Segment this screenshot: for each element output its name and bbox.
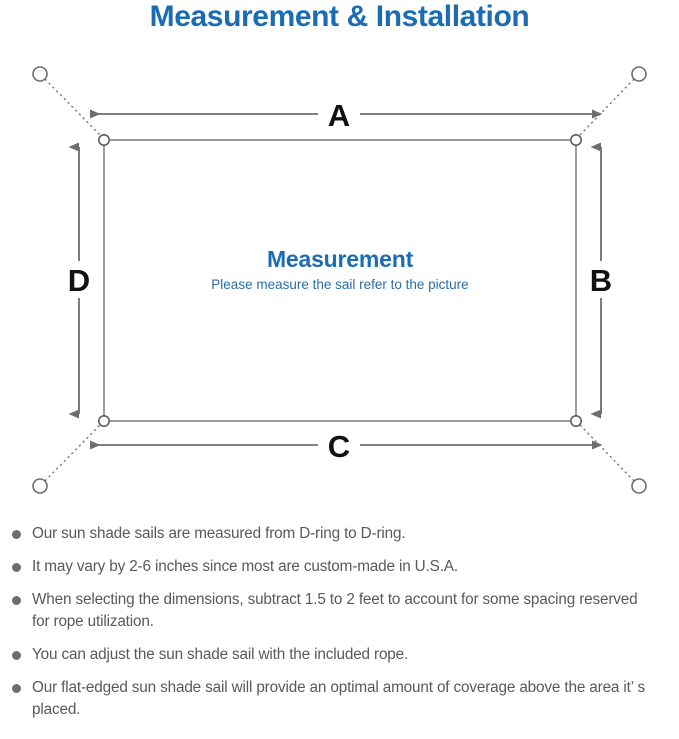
note-text: It may vary by 2-6 inches since most are… xyxy=(32,558,458,575)
anchor-ring-bottom-left xyxy=(32,478,48,494)
list-item: It may vary by 2-6 inches since most are… xyxy=(0,556,679,578)
list-item: When selecting the dimensions, subtract … xyxy=(0,589,679,633)
bullet-icon xyxy=(12,530,21,539)
d-rings xyxy=(98,134,582,427)
anchor-ring-top-right xyxy=(631,66,647,82)
diagram-svg: A C D B xyxy=(32,66,647,494)
anchor-ring-top-left xyxy=(32,66,48,82)
note-text: When selecting the dimensions, subtract … xyxy=(32,591,638,630)
notes-list: Our sun shade sails are measured from D-… xyxy=(0,523,679,732)
note-text: Our flat-edged sun shade sail will provi… xyxy=(32,679,646,718)
anchor-rings xyxy=(32,66,647,494)
d-ring-bottom-right xyxy=(569,414,582,427)
note-text: You can adjust the sun shade sail with t… xyxy=(32,646,409,663)
bullet-icon xyxy=(12,651,21,660)
sail-measurement-diagram: A C D B Measurement Please measure the s… xyxy=(0,48,679,518)
dimension-label-c: C xyxy=(328,429,350,464)
dimension-label-a: A xyxy=(328,98,350,133)
sail-rectangle xyxy=(103,139,577,422)
anchor-ring-bottom-right xyxy=(631,478,647,494)
list-item: You can adjust the sun shade sail with t… xyxy=(0,644,679,666)
bullet-icon xyxy=(12,596,21,605)
list-item: Our sun shade sails are measured from D-… xyxy=(0,523,679,545)
bullet-icon xyxy=(12,684,21,693)
bullet-icon xyxy=(12,563,21,572)
page-title: Measurement & Installation xyxy=(149,0,530,33)
list-item: Our flat-edged sun shade sail will provi… xyxy=(0,677,679,721)
dimension-label-d: D xyxy=(68,263,90,298)
note-text: Our sun shade sails are measured from D-… xyxy=(32,525,406,542)
rope-lines xyxy=(44,78,635,482)
d-ring-top-left xyxy=(98,134,111,147)
d-ring-top-right xyxy=(569,134,582,147)
d-ring-bottom-left xyxy=(98,414,111,427)
dimension-label-b: B xyxy=(590,263,612,298)
